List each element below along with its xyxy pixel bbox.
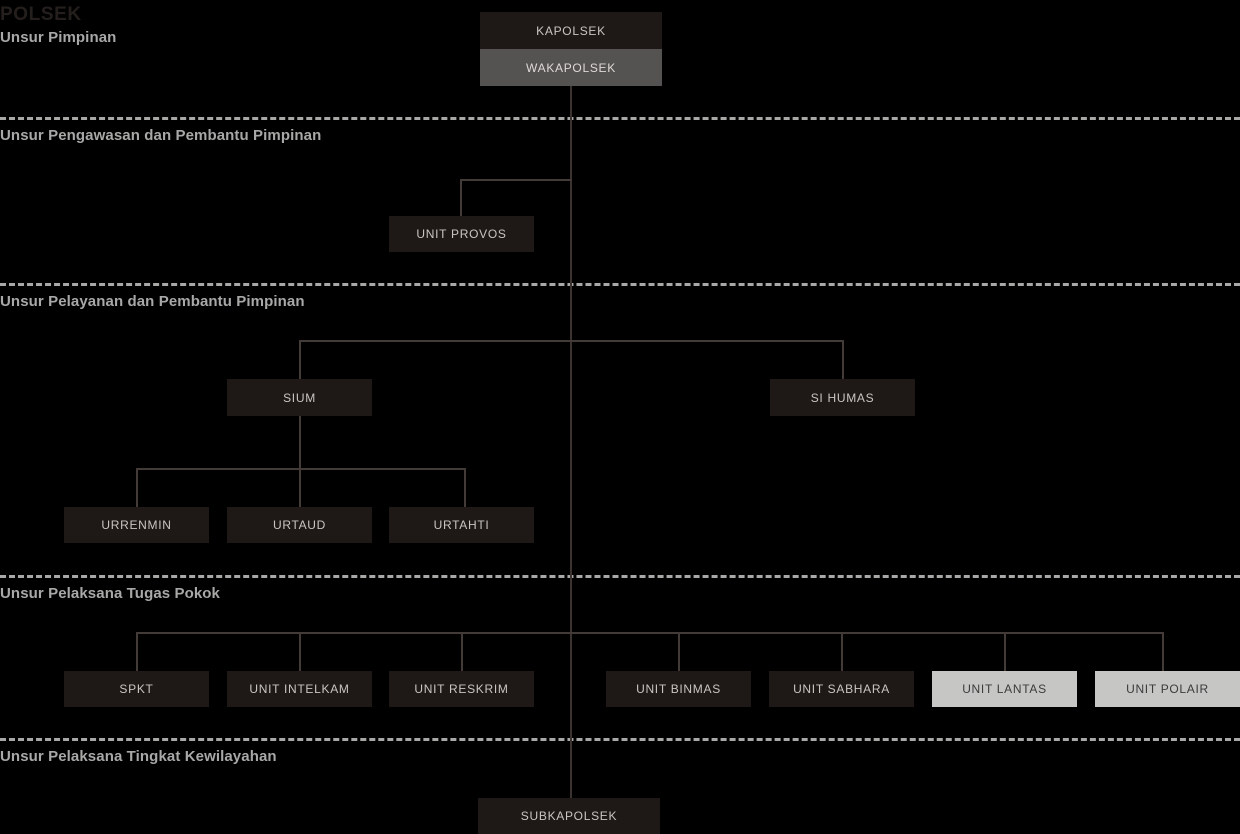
connector-sium-drop	[299, 340, 301, 380]
connector-reskrim-drop	[461, 632, 463, 671]
connector-urtahti-drop	[464, 468, 466, 507]
connector-spkt-drop	[136, 632, 138, 671]
divider-3	[0, 575, 1240, 578]
node-spkt[interactable]: SPKT	[64, 671, 209, 707]
connector-urtaud-drop	[299, 468, 301, 507]
section-label-unsur-pelayanan: Unsur Pelayanan dan Pembantu Pimpinan	[0, 293, 305, 310]
connector-ur-horizontal	[136, 468, 466, 470]
connector-lantas-drop	[1004, 632, 1006, 671]
node-unit-binmas[interactable]: UNIT BINMAS	[606, 671, 751, 707]
divider-1	[0, 117, 1240, 120]
node-urrenmin[interactable]: URRENMIN	[64, 507, 209, 543]
connector-urrenmin-drop	[136, 468, 138, 507]
node-unit-polair[interactable]: UNIT POLAIR	[1095, 671, 1240, 707]
node-kapolsek[interactable]: KAPOLSEK	[480, 12, 662, 49]
node-sium[interactable]: SIUM	[227, 379, 372, 416]
node-unit-intelkam[interactable]: UNIT INTELKAM	[227, 671, 372, 707]
connector-binmas-drop	[678, 632, 680, 671]
connector-provos-drop	[460, 179, 462, 217]
page-title: POLSEK	[0, 4, 82, 25]
node-si-humas[interactable]: SI HUMAS	[770, 379, 915, 416]
connector-sihumas-drop	[842, 340, 844, 380]
section-label-unsur-pimpinan: Unsur Pimpinan	[0, 29, 117, 46]
connector-sabhara-drop	[841, 632, 843, 671]
section-label-unsur-kewilayahan: Unsur Pelaksana Tingkat Kewilayahan	[0, 748, 277, 765]
connector-siumhumas-horizontal	[299, 340, 844, 342]
divider-4	[0, 738, 1240, 741]
node-unit-reskrim[interactable]: UNIT RESKRIM	[389, 671, 534, 707]
node-unit-provos[interactable]: UNIT PROVOS	[389, 216, 534, 252]
node-subkapolsek[interactable]: SUBKAPOLSEK	[478, 798, 660, 834]
node-urtaud[interactable]: URTAUD	[227, 507, 372, 543]
connector-sium-downstem	[299, 416, 301, 468]
node-unit-sabhara[interactable]: UNIT SABHARA	[769, 671, 914, 707]
connector-polair-drop	[1162, 632, 1164, 671]
node-wakapolsek[interactable]: WAKAPOLSEK	[480, 49, 662, 86]
connector-pelaksana-horizontal	[136, 632, 1163, 634]
connector-provos-horizontal	[460, 179, 572, 181]
section-label-unsur-pelaksana-tugas: Unsur Pelaksana Tugas Pokok	[0, 585, 221, 602]
node-urtahti[interactable]: URTAHTI	[389, 507, 534, 543]
connector-intelkam-drop	[299, 632, 301, 671]
divider-2	[0, 283, 1240, 286]
main-spine-connector	[570, 85, 572, 800]
section-label-unsur-pengawasan: Unsur Pengawasan dan Pembantu Pimpinan	[0, 127, 322, 144]
node-unit-lantas[interactable]: UNIT LANTAS	[932, 671, 1077, 707]
